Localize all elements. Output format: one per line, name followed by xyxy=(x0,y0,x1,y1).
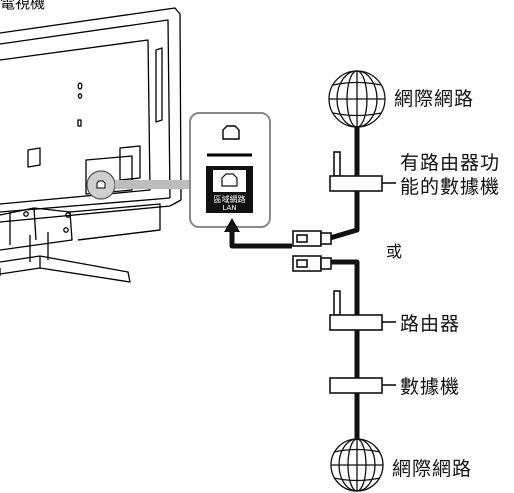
modem-icon xyxy=(329,377,396,394)
lan-port-icon xyxy=(222,125,240,140)
internet-bottom-label: 網際網路 xyxy=(392,458,473,480)
modem-label: 數據機 xyxy=(400,376,461,398)
internet-top-label: 網際網路 xyxy=(394,88,475,110)
cable-tv xyxy=(229,230,292,249)
modem-router-label-line2: 能的數據機 xyxy=(400,176,501,198)
ethernet-plug-icon xyxy=(292,230,332,272)
modem-router-label-line1: 有路由器功 xyxy=(400,152,501,174)
globe-icon xyxy=(330,438,384,492)
lan-port-sublabel: LAN xyxy=(222,204,237,212)
router-label: 路由器 xyxy=(400,313,461,335)
router-icon xyxy=(329,151,396,192)
tv-back-illustration xyxy=(0,7,182,283)
globe-icon xyxy=(328,70,386,128)
lan-port-label: 區域網路 xyxy=(213,195,246,204)
callout-connector xyxy=(115,180,195,189)
router-icon xyxy=(329,290,396,331)
tv-label: 電視機 xyxy=(0,0,46,12)
arrow-up xyxy=(224,218,240,232)
port-magnifier-glyph xyxy=(96,180,106,189)
or-label: 或 xyxy=(386,242,403,261)
